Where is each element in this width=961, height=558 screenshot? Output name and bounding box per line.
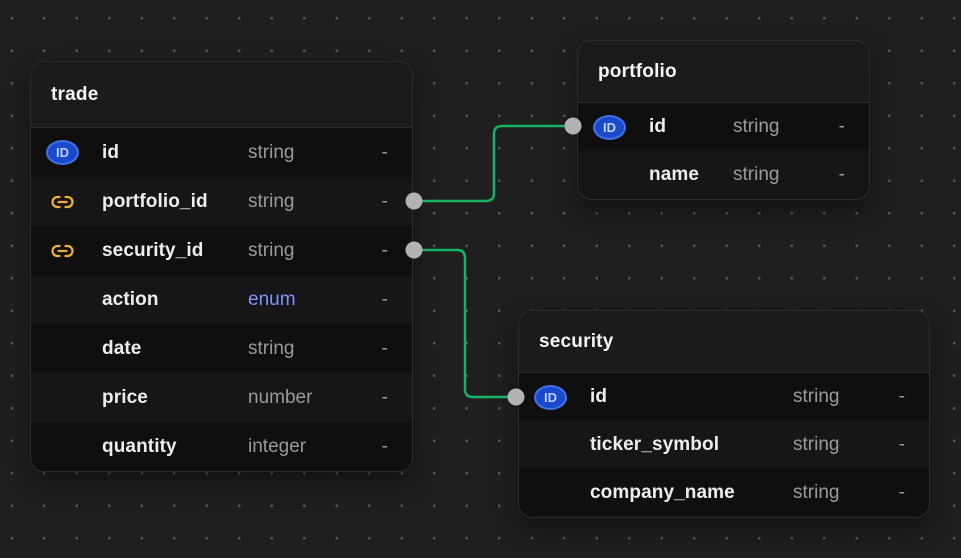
- field-name: company_name: [590, 482, 735, 503]
- field-type: string: [733, 116, 780, 137]
- field-type: string: [793, 434, 840, 455]
- field-row-security_id[interactable]: security_id string -: [31, 226, 412, 275]
- field-row-id[interactable]: ID id string -: [578, 103, 869, 151]
- field-nullable: -: [381, 386, 388, 408]
- field-row-action[interactable]: action enum -: [31, 275, 412, 324]
- field-row-company_name[interactable]: company_name string -: [519, 469, 929, 517]
- field-row-id[interactable]: ID id string -: [31, 128, 412, 177]
- relationship-line-trade-portfolio[interactable]: [412, 124, 575, 203]
- table-portfolio[interactable]: portfolio ID id string - name string -: [577, 40, 870, 200]
- table-title: security: [539, 330, 614, 352]
- field-row-ticker_symbol[interactable]: ticker_symbol string -: [519, 421, 929, 469]
- field-type: string: [248, 141, 295, 163]
- field-name: security_id: [102, 239, 204, 261]
- field-name: id: [590, 386, 608, 407]
- field-name: id: [102, 141, 120, 163]
- field-name: portfolio_id: [102, 190, 208, 212]
- field-name: quantity: [102, 435, 177, 457]
- field-nullable: -: [381, 337, 388, 359]
- field-type: integer: [248, 435, 307, 457]
- field-nullable: -: [838, 164, 845, 185]
- table-title: trade: [51, 83, 99, 105]
- field-name: ticker_symbol: [590, 434, 720, 455]
- field-nullable: -: [898, 386, 905, 407]
- field-name: date: [102, 337, 142, 359]
- field-row-date[interactable]: date string -: [31, 324, 412, 373]
- field-type: string: [793, 386, 840, 407]
- primary-key-icon: ID: [46, 140, 79, 165]
- field-nullable: -: [381, 239, 388, 261]
- field-nullable: -: [381, 288, 388, 310]
- table-header[interactable]: portfolio: [578, 41, 869, 103]
- field-type: string: [248, 190, 295, 212]
- table-title: portfolio: [598, 60, 677, 82]
- foreign-key-icon: [46, 190, 79, 214]
- field-type: string: [793, 482, 840, 503]
- field-row-price[interactable]: price number -: [31, 373, 412, 422]
- field-row-name[interactable]: name string -: [578, 151, 869, 199]
- field-row-quantity[interactable]: quantity integer -: [31, 422, 412, 471]
- relationship-line-trade-security[interactable]: [412, 248, 518, 399]
- field-nullable: -: [381, 141, 388, 163]
- field-nullable: -: [838, 116, 845, 137]
- field-row-portfolio_id[interactable]: portfolio_id string -: [31, 177, 412, 226]
- field-nullable: -: [898, 434, 905, 455]
- field-type: string: [733, 164, 780, 185]
- table-header[interactable]: security: [519, 311, 929, 373]
- foreign-key-icon: [46, 239, 79, 263]
- field-nullable: -: [381, 190, 388, 212]
- field-type: number: [248, 386, 313, 408]
- field-type: enum: [248, 288, 296, 310]
- field-name: name: [649, 164, 700, 185]
- field-row-id[interactable]: ID id string -: [519, 373, 929, 421]
- table-header[interactable]: trade: [31, 62, 412, 128]
- field-type: string: [248, 337, 295, 359]
- field-name: price: [102, 386, 148, 408]
- primary-key-icon: ID: [534, 384, 567, 410]
- field-list: ID id string - name string -: [578, 103, 869, 199]
- field-name: action: [102, 288, 159, 310]
- field-nullable: -: [898, 482, 905, 503]
- field-nullable: -: [381, 435, 388, 457]
- field-type: string: [248, 239, 295, 261]
- field-name: id: [649, 116, 667, 137]
- primary-key-icon: ID: [593, 114, 626, 140]
